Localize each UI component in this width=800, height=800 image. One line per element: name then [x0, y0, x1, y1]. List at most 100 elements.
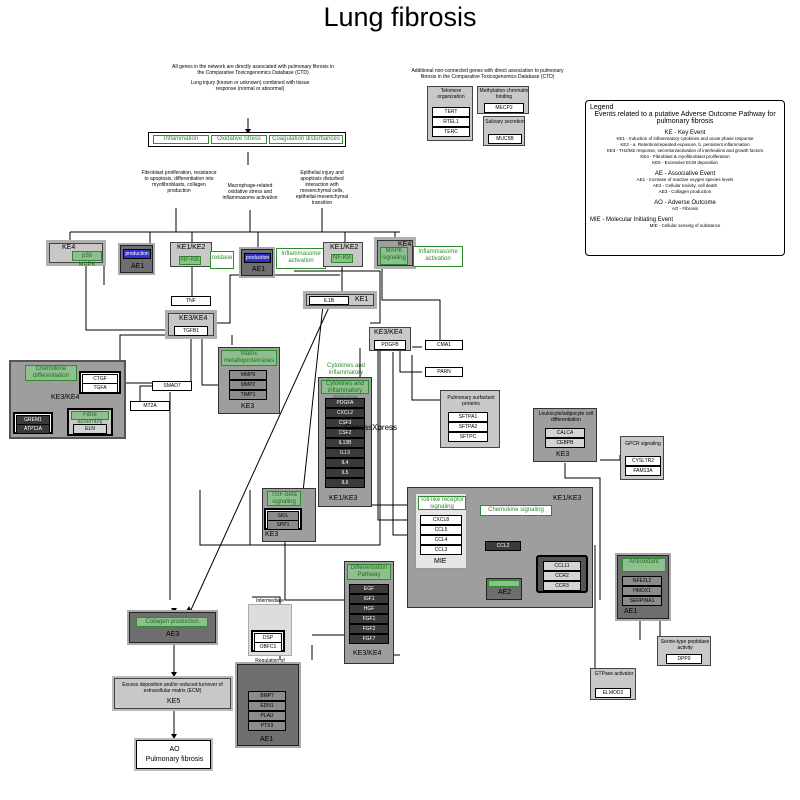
- gene-tgfb1: TGFB1: [174, 326, 208, 336]
- ao-box: AO Pulmonary fibrosis: [136, 740, 211, 769]
- tgfb-signaling-ke-label: KE3: [265, 531, 279, 538]
- legend-ae-title: AE - Associative Event: [654, 171, 716, 177]
- ae2-label: AE2: [498, 589, 512, 596]
- tgfb-signaling-label: TGF-beta signaling: [267, 491, 301, 506]
- il1b-group: IL1B KE1: [306, 294, 374, 306]
- fibre-assembly-label: Fibre assembly: [71, 411, 109, 425]
- nfkb-left-label: NF-KB: [179, 256, 201, 265]
- legend-ae-item: AE2 - Cellular toxicity, cell death: [652, 183, 718, 188]
- gene-cxcl2: CXCL2: [325, 408, 365, 418]
- chemokine-signaling-label: Chemokine signaling: [480, 505, 552, 516]
- gtpase-title: GTPase activator: [594, 671, 634, 677]
- salivary-group: Salivary secretion MUC5B: [483, 116, 525, 146]
- ke5-group: Excess deposition and/or reduced turnove…: [114, 678, 231, 709]
- lung-injury-note: Lung injury (known or unknown) combined …: [190, 80, 310, 92]
- leukocyte-ke-label: KE3: [556, 451, 570, 458]
- gene-fgf1: FGF1: [349, 614, 389, 624]
- p38-mapk-label: p38 MAPK: [72, 251, 102, 268]
- differentiation-ke-label: KE3/KE4: [353, 650, 382, 657]
- gene-tgfa: TGFA: [82, 383, 118, 393]
- gene-mmp2: MMP2: [229, 380, 267, 390]
- skil-box: SKIL SPP1: [264, 508, 302, 530]
- legend-ke-item: KE5 - Excessive ECM deposition: [652, 160, 718, 165]
- fibre-assembly-box: Fibre assembly ELN: [67, 408, 113, 436]
- gene-csf2: CSF2: [325, 428, 365, 438]
- gpcr-group: GPCR signaling CYSLTR2 FAM13A: [620, 436, 664, 480]
- gene-cysltr2: CYSLTR2: [625, 456, 661, 466]
- ke1ke2-right-group: KE1/KE2 NF-KB: [323, 242, 363, 267]
- serine-group: Serine-type peptidase activity DPP9: [657, 636, 711, 666]
- legend-ke-item: KE1 - Induction of inflammatory cytokine…: [616, 136, 754, 141]
- pdgfb-ke-label: KE3/KE4: [374, 329, 403, 336]
- ae2-green-label: [488, 580, 520, 587]
- gene-fgf7: FGF7: [349, 634, 389, 644]
- ae1-mid-label: AE1: [252, 266, 266, 273]
- gene-ccr3: CCR3: [543, 581, 581, 591]
- grem1-box: GREM1 ATP11A: [13, 412, 53, 434]
- inflammasome-right-label: Inflammasome activation: [413, 246, 463, 267]
- gene-egf: EGF: [349, 584, 389, 594]
- antioxidant-label: Antioxidant: [622, 558, 666, 572]
- toll-like-label: Toll-like receptor signaling: [418, 496, 466, 510]
- ke1ke2-right-label: KE1/KE2: [330, 244, 359, 251]
- legend-ke-item: KE3 - TH2/M2 response, secretion/activat…: [606, 148, 764, 153]
- gene-il13: IL13: [325, 448, 365, 458]
- gene-csf3: CSF3: [325, 418, 365, 428]
- gene-cebpb: CEBPB: [545, 438, 585, 448]
- gene-parn: PARN: [425, 367, 463, 377]
- tgfb1-group: KE3/KE4 TGFB1: [168, 313, 214, 336]
- ke5-text: Excess deposition and/or reduced turnove…: [122, 682, 223, 694]
- gene-tert: TERT: [432, 107, 470, 117]
- legend-ae-item: AE1 - Increase of reactive oxygen specie…: [636, 177, 734, 182]
- legend-panel: Legend Events related to a putative Adve…: [585, 100, 785, 256]
- pdgfb-group: KE3/KE4 PDGFB: [369, 327, 411, 351]
- serine-title: Serine-type peptidase activity: [660, 639, 710, 651]
- ao-label: AO: [169, 746, 180, 753]
- salivary-title: Salivary secretion: [485, 119, 525, 125]
- chemokine-left-group: Chemokine differentiation CTGF TGFA KE3/…: [9, 360, 126, 439]
- gene-cxcl8: CXCL8: [420, 515, 462, 525]
- cytokines-ke-label: KE1/KE3: [329, 495, 358, 502]
- legend-ao-title: AO - Adverse Outcome: [654, 200, 716, 206]
- legend-ao-item: AO - Fibrosis: [671, 206, 699, 211]
- legend-ke-item: KE4 - Fibroblast & myofibroblast prolife…: [640, 154, 730, 159]
- ctgf-tgfa-box: CTGF TGFA: [79, 371, 121, 394]
- legend-ke-title: KE - Key Event: [664, 130, 706, 136]
- oxidase-label: oxidase: [210, 251, 234, 269]
- methylation-group: Methylation chromatin binding MECP2: [477, 86, 529, 114]
- ke1ke2-left-group: KE1/KE2 NF-KB: [170, 242, 212, 267]
- differentiation-group: Differentiation Pathway EGF IGF1 HGF FGF…: [344, 561, 394, 664]
- ae1-right-group: Antioxidant NFE2L2 HMOX1 SERPINA1 AE1: [617, 555, 669, 619]
- methylation-title: Methylation chromatin binding: [479, 88, 529, 100]
- ke5-label: KE5: [167, 698, 181, 705]
- gene-sftpa1: SFTPA1: [448, 412, 488, 422]
- telomere-group: Telomere organization TERT RTEL1 TERC: [427, 86, 473, 141]
- gene-terc: TERC: [432, 127, 470, 137]
- ae3-label: AE3: [166, 631, 180, 638]
- mmp-ke-label: KE3: [241, 403, 255, 410]
- ccl11-box: CCL11 CCR2 CCR3: [536, 555, 588, 593]
- leukocyte-group: Leukocyte/adipocyte cell differentiation…: [533, 408, 597, 462]
- macrophage-note: Macrophage-related oxidative stress and …: [222, 183, 278, 201]
- production-mid-label: production: [244, 253, 271, 263]
- gene-il1b: IL1B: [309, 296, 349, 305]
- ae3-group: Collagen production AE3: [129, 612, 216, 643]
- toll-like-group: Toll-like receptor signaling CXCL8 CCL5 …: [407, 487, 593, 608]
- oxidative-stress-label: Oxidative Stress: [211, 135, 267, 144]
- filament-box: DSP OBFC1: [251, 630, 285, 652]
- gene-igf1: IGF1: [349, 594, 389, 604]
- ae1-mid-group: production AE1: [241, 249, 273, 276]
- gtpase-group: GTPase activator ELMOD2: [590, 668, 636, 700]
- mie-box: Toll-like receptor signaling CXCL8 CCL5 …: [415, 493, 467, 569]
- surfactant-group: Pulmonary surfactant proteins SFTPA1 SFT…: [440, 390, 500, 448]
- canvasxpress-label: CanvasXpress: [345, 423, 398, 432]
- legend-title: Events related to a putative Adverse Out…: [594, 111, 776, 125]
- gene-fam13a: FAM13A: [625, 466, 661, 476]
- ae1-left-label: AE1: [131, 263, 145, 270]
- ctd-note-left: All genes in the network are directly as…: [172, 64, 334, 76]
- chemokine-differentiation-label: Chemokine differentiation: [25, 365, 77, 381]
- legend-mie-title: MIE - Molecular Initiating Event: [590, 217, 674, 223]
- ke4-right-label: KE4: [398, 241, 412, 248]
- cytokines-group: Cytokines and inflammatory response PDGF…: [318, 377, 372, 507]
